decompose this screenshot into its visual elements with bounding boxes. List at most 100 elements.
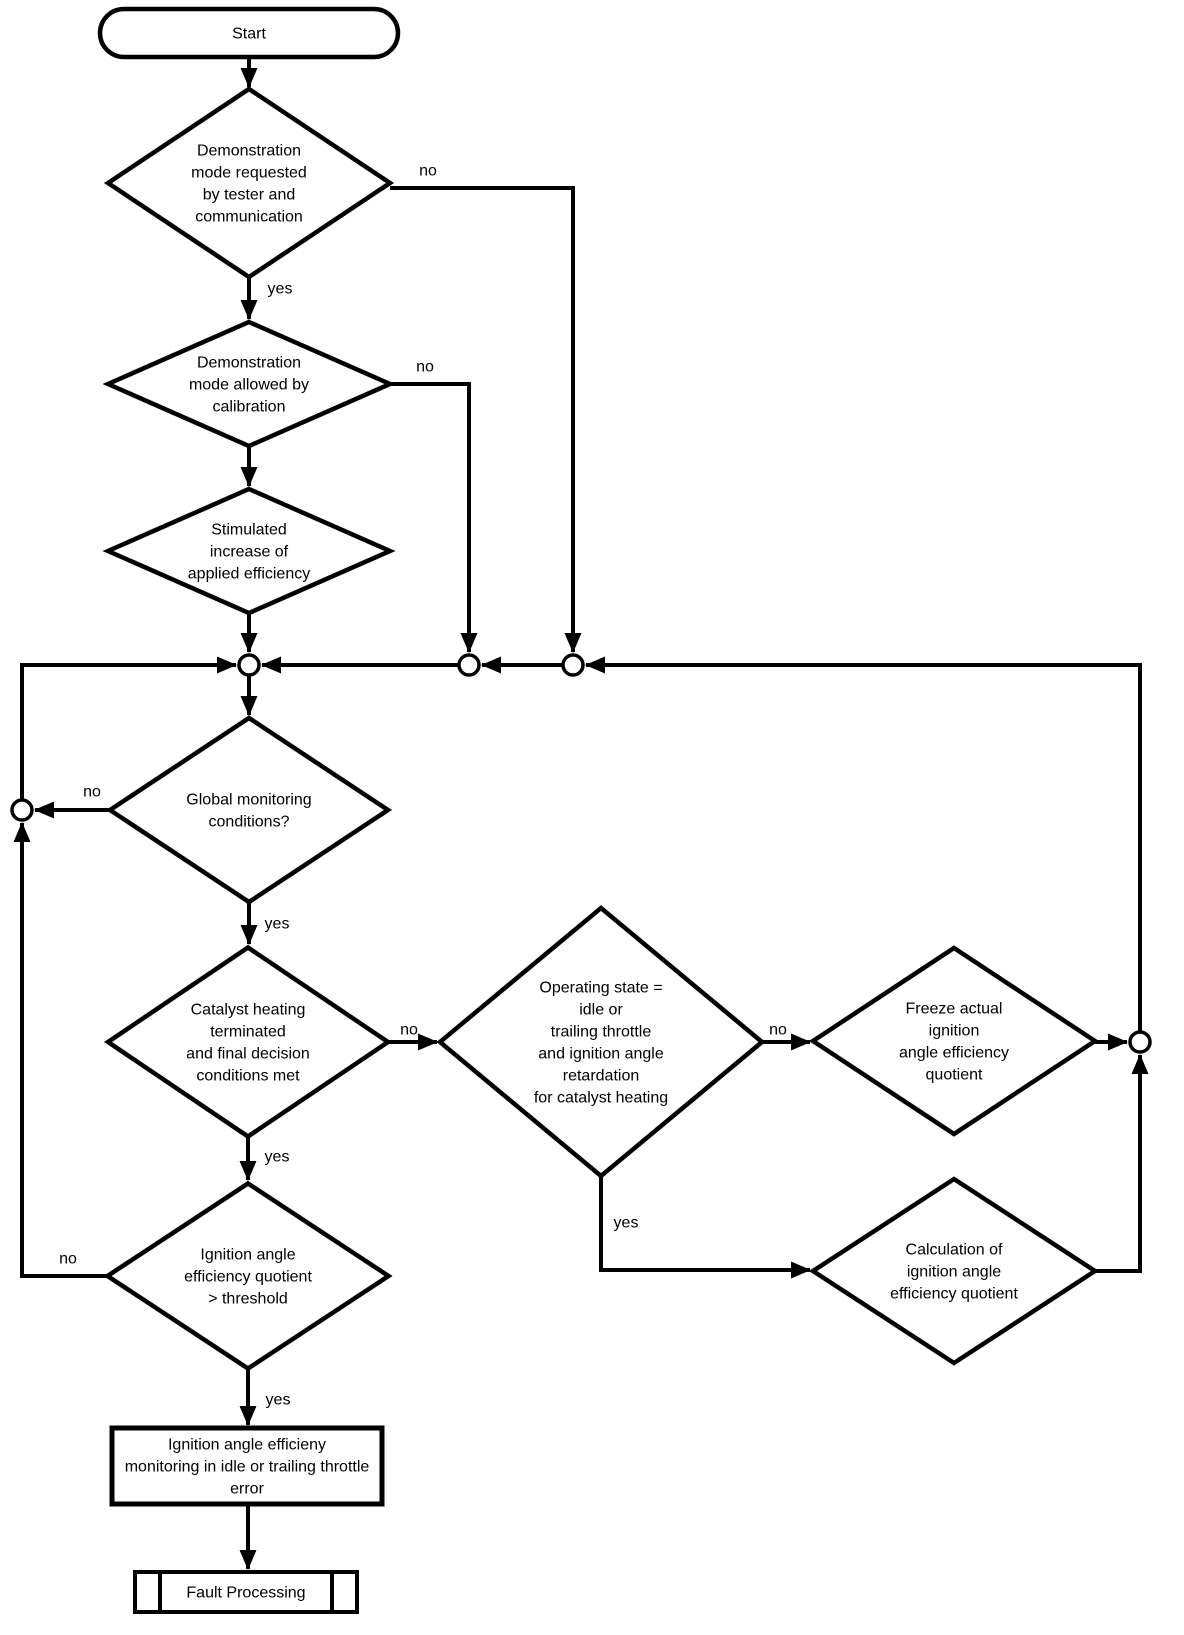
edge-threshold-yes: yes <box>239 1369 291 1426</box>
start-terminator-shape <box>97 6 401 60</box>
decision-global-monitoring-shape <box>105 715 393 905</box>
decision-demo-mode-requested: Demonstration mode requested by tester and… <box>103 86 395 280</box>
process-monitoring-error-shape <box>109 1425 385 1507</box>
predefined-fault-processing-label-line-0: Fault Processing <box>186 1585 305 1602</box>
junction-demo-requested-no <box>561 653 585 677</box>
junction-demo-requested-no-shape <box>561 653 585 677</box>
junction-right-loop <box>1128 1030 1152 1054</box>
decision-operating-state: Operating state = idle or trailing throttl… <box>436 905 766 1179</box>
decision-demo-mode-requested-shape <box>103 86 395 280</box>
edge-label-d2-no: no <box>416 359 434 376</box>
decision-catalyst-heating-terminated: Catalyst heating terminated and final deci… <box>103 944 393 1140</box>
connector-operating-yes <box>599 1176 811 1279</box>
connector-jleft-to-j1 <box>20 656 237 799</box>
decision-freeze-quotient-label-line-0: Freeze actual <box>906 1001 1003 1018</box>
decision-operating-state-label-line-3: and ignition angle <box>538 1046 664 1063</box>
decision-calculation-quotient-label-line-0: Calculation of <box>906 1242 1004 1259</box>
edge-label-operating-yes: yes <box>614 1215 639 1232</box>
edge-jright-to-j3 <box>585 656 1142 1031</box>
decision-quotient-gt-threshold-label-line-0: Ignition angle <box>200 1247 295 1264</box>
decision-demo-mode-requested-label-line-2: by tester and <box>203 187 296 204</box>
junction-main-merge-shape <box>237 653 261 677</box>
decision-demo-mode-allowed-label-line-1: mode allowed by <box>189 377 309 394</box>
decision-operating-state-shape <box>436 905 766 1179</box>
predefined-fault-processing-shape <box>133 1570 359 1614</box>
edge-label-operating-no: no <box>769 1022 787 1039</box>
junction-left-loop <box>10 798 34 822</box>
edge-label-threshold-yes: yes <box>266 1392 291 1409</box>
decision-demo-mode-requested-label-line-3: communication <box>195 209 303 226</box>
connector-threshold-no <box>13 822 107 1278</box>
decision-operating-state-label-line-5: for catalyst heating <box>534 1090 668 1107</box>
decision-operating-state-label-line-2: trailing throttle <box>551 1024 652 1041</box>
decision-quotient-gt-threshold: Ignition angle efficiency quotient > thres… <box>103 1180 393 1372</box>
decision-freeze-quotient-label-line-3: quotient <box>926 1067 983 1084</box>
process-monitoring-error-label-line-0: Ignition angle efficieny <box>168 1437 326 1454</box>
junction-left-loop-shape <box>10 798 34 822</box>
junction-demo-allowed-no-shape <box>457 653 481 677</box>
connector-calc-to-jright <box>1095 1054 1149 1273</box>
edge-label-d1-no: no <box>419 163 437 180</box>
start-terminator: Start <box>97 6 401 60</box>
edge-catalyst-no: no <box>388 1022 438 1051</box>
connector-jright-to-j3 <box>585 656 1142 1031</box>
decision-freeze-quotient-label-line-2: angle efficiency <box>899 1045 1009 1062</box>
edge-label-global-no: no <box>83 784 101 801</box>
edge-threshold-no: no <box>13 822 107 1278</box>
decision-operating-state-label-line-0: Operating state = <box>539 980 662 997</box>
edge-jleft-to-j1 <box>20 656 237 799</box>
decision-freeze-quotient-label-line-1: ignition <box>929 1023 980 1040</box>
decision-global-monitoring-label-line-1: conditions? <box>209 814 290 831</box>
decision-stimulated-increase-label-line-0: Stimulated <box>211 522 287 539</box>
decision-quotient-gt-threshold-label-line-2: > threshold <box>208 1291 288 1308</box>
decision-catalyst-heating-terminated-label-line-0: Catalyst heating <box>191 1002 306 1019</box>
junction-demo-allowed-no <box>457 653 481 677</box>
decision-stimulated-increase: Stimulated increase of applied efficiency <box>102 486 396 616</box>
edge-d2-no: no <box>390 359 478 653</box>
predefined-fault-processing: Fault Processing <box>133 1570 359 1614</box>
decision-global-monitoring-label-line-0: Global monitoring <box>186 792 311 809</box>
decision-calculation-quotient-label-line-2: efficiency quotient <box>890 1286 1018 1303</box>
decision-freeze-quotient-shape <box>808 945 1100 1137</box>
decision-catalyst-heating-terminated-shape <box>103 944 393 1140</box>
process-monitoring-error-label-line-2: error <box>230 1481 264 1498</box>
edge-calc-to-jright <box>1095 1054 1149 1273</box>
decision-quotient-gt-threshold-shape <box>103 1180 393 1372</box>
process-monitoring-error-label-line-1: monitoring in idle or trailing throttle <box>125 1459 370 1476</box>
decision-operating-state-label-line-4: retardation <box>563 1068 640 1085</box>
edge-catalyst-yes: yes <box>239 1137 290 1181</box>
process-monitoring-error: Ignition angle efficieny monitoring in id… <box>109 1425 385 1507</box>
edge-label-catalyst-yes: yes <box>265 1149 290 1166</box>
edge-label-global-yes: yes <box>265 916 290 933</box>
decision-global-monitoring: Global monitoring conditions? <box>105 715 393 905</box>
decision-demo-mode-requested-label-line-0: Demonstration <box>197 143 301 160</box>
decision-demo-mode-requested-label-line-1: mode requested <box>191 165 307 182</box>
decision-demo-mode-allowed-shape <box>102 319 396 449</box>
connector-d2-no <box>390 382 478 653</box>
decision-stimulated-increase-label-line-1: increase of <box>210 544 289 561</box>
edge-label-threshold-no: no <box>59 1251 77 1268</box>
junction-main-merge <box>237 653 261 677</box>
decision-stimulated-increase-label-line-2: applied efficiency <box>188 566 310 583</box>
decision-calculation-quotient-label-line-1: ignition angle <box>907 1264 1001 1281</box>
decision-catalyst-heating-terminated-label-line-2: and final decision <box>186 1046 310 1063</box>
decision-quotient-gt-threshold-label-line-1: efficiency quotient <box>184 1269 312 1286</box>
connector-d1-no <box>390 186 582 653</box>
edge-operating-yes: yes <box>599 1176 811 1279</box>
edge-label-d1-yes: yes <box>268 281 293 298</box>
start-terminator-label-line-0: Start <box>232 26 266 43</box>
decision-calculation-quotient-shape <box>808 1176 1100 1366</box>
decision-catalyst-heating-terminated-label-line-3: conditions met <box>196 1068 300 1085</box>
junction-right-loop-shape <box>1128 1030 1152 1054</box>
edge-global-no: no <box>34 784 110 819</box>
edge-global-yes: yes <box>240 902 290 945</box>
decision-catalyst-heating-terminated-label-line-1: terminated <box>210 1024 286 1041</box>
edge-d1-no: no <box>390 163 582 653</box>
decision-calculation-quotient: Calculation of ignition angle efficiency q… <box>808 1176 1100 1366</box>
decision-freeze-quotient: Freeze actual ignition angle efficiency quo… <box>808 945 1100 1137</box>
decision-operating-state-label-line-1: idle or <box>579 1002 623 1019</box>
edge-operating-no: no <box>762 1022 811 1051</box>
edge-label-catalyst-no: no <box>400 1022 418 1039</box>
